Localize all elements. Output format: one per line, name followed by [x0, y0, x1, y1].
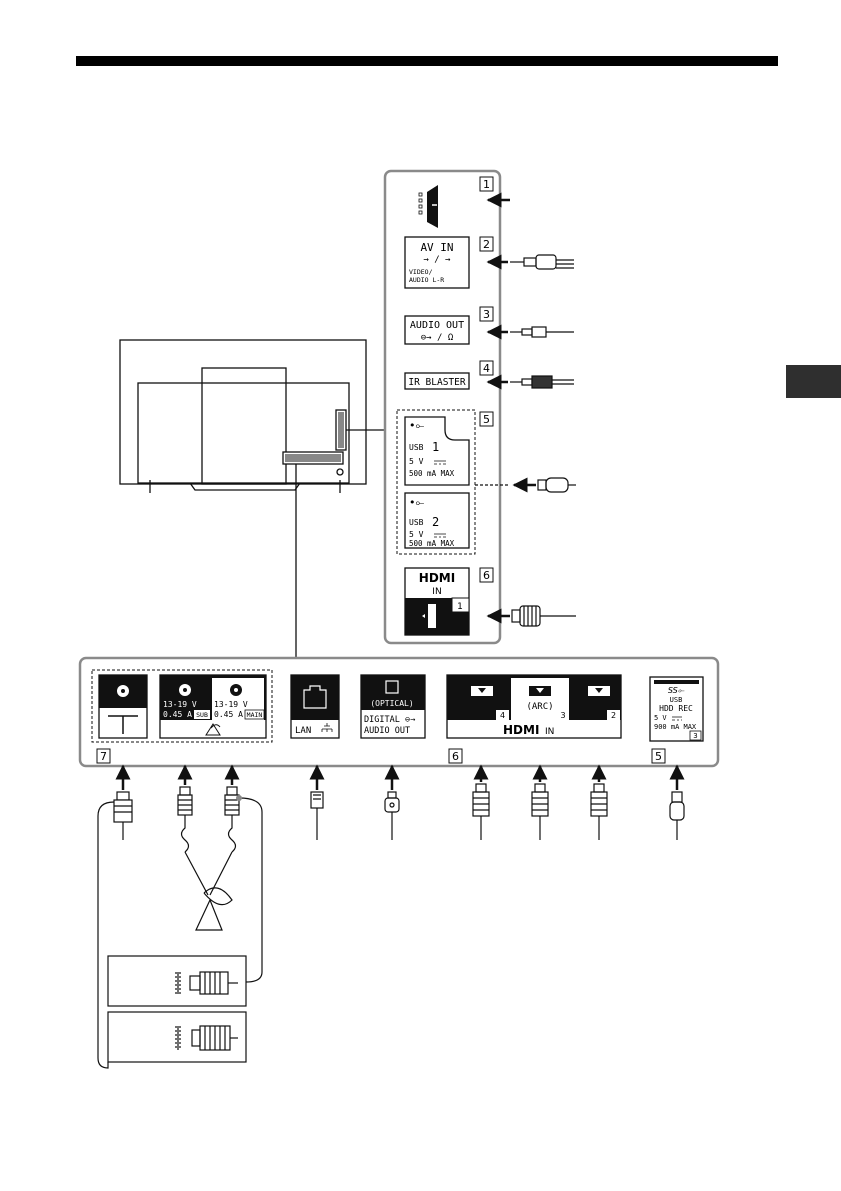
bottom-number-7: 7 — [97, 749, 110, 763]
usb-2-index: 2 — [432, 515, 439, 529]
usb-3-current: 900 mA MAX — [654, 723, 697, 731]
satellite-dish — [196, 888, 232, 930]
port-3: 3 AUDIO OUT ⊖→ / Ω — [405, 307, 574, 344]
antenna-to-inset-line — [98, 802, 114, 1068]
bottom-number-6: 6 — [449, 749, 462, 763]
svg-text:6: 6 — [452, 750, 459, 763]
usb-1-label: USB — [409, 443, 424, 452]
header-bar — [76, 56, 778, 66]
hdmi-bottom-sub: IN — [545, 727, 554, 737]
usb-3-voltage: 5 V — [654, 714, 667, 722]
usb-1-icon: •⟜ — [409, 419, 424, 432]
lan-plug — [311, 792, 323, 840]
usb-1-current: 500 mA MAX — [409, 469, 455, 478]
port-6: 6 HDMI IN 1 — [405, 568, 576, 635]
iec-connector-detail — [176, 1026, 238, 1050]
hdmi-2-index: 2 — [611, 711, 616, 720]
sat-sub-tag: SUB — [196, 711, 208, 719]
ir-blaster-label: IR BLASTER — [408, 377, 465, 388]
audio-out-symbols: ⊖→ / Ω — [421, 333, 454, 343]
svg-text:5: 5 — [655, 750, 662, 763]
optical-line1: DIGITAL — [364, 715, 400, 725]
port-4: 4 IR BLASTER — [405, 361, 574, 389]
lan-socket: LAN — [291, 675, 339, 738]
hdmi-logo: HDMI — [419, 571, 455, 585]
usb-3-socket: SS⟜ USB HDD REC 5 V 900 mA MAX 3 — [650, 677, 703, 741]
usb-side-plug — [538, 478, 576, 492]
sat-main-tag: MAIN — [247, 711, 263, 719]
usb-3-index: 3 — [693, 732, 697, 740]
hdmi-4-plug — [473, 784, 489, 840]
av-in-label: AV IN — [420, 241, 453, 254]
hdmi-3-plug — [532, 784, 548, 840]
optical-label: (OPTICAL) — [370, 699, 413, 708]
usb-1-index: 1 — [432, 440, 439, 454]
svg-text:6: 6 — [483, 569, 490, 582]
hdmi-1-index: 1 — [457, 602, 463, 612]
svg-text:3: 3 — [483, 308, 490, 321]
hdmi-3-arc-label: (ARC) — [526, 702, 553, 712]
ir-blaster-plug — [510, 376, 574, 388]
hdmi-3-index: 3 — [560, 711, 565, 720]
f-connector-inset — [108, 956, 246, 1006]
port-5: 5 •⟜ USB 1 5 V 500 mA MAX •⟜ USB 2 5 V 5… — [397, 410, 576, 554]
sat-main-voltage: 13-19 V — [214, 700, 248, 709]
usb-3-plug — [670, 792, 684, 840]
hdmi-4-index: 4 — [500, 711, 505, 720]
port-1: 1 — [419, 177, 510, 228]
bottom-number-5: 5 — [652, 749, 665, 763]
audio-cable-plug — [510, 327, 574, 337]
svg-text:5: 5 — [483, 413, 490, 426]
tv-rear-view — [120, 340, 366, 493]
usb-2-label: USB — [409, 518, 424, 527]
optical-socket: (OPTICAL) DIGITAL ⊖→ AUDIO OUT — [361, 675, 425, 738]
sat-cable-to-dish — [185, 852, 232, 895]
usb-1-voltage: 5 V — [409, 457, 424, 466]
svg-text:1: 1 — [483, 178, 490, 191]
sat-sub-voltage: 13-19 V — [163, 700, 197, 709]
svg-text:4: 4 — [483, 362, 490, 375]
av-in-sub1: VIDEO/ — [409, 268, 433, 276]
antenna-socket — [99, 675, 147, 738]
av-in-symbols: → / → — [423, 255, 451, 265]
sat-main-current: 0.45 A — [214, 710, 243, 719]
satellite-socket: 13-19 V 0.45 A SUB 13-19 V 0.45 A MAIN — [160, 675, 266, 738]
ss-usb-icon: SS⟜ — [668, 686, 685, 695]
sat-sub-current: 0.45 A — [163, 710, 192, 719]
port-2: 2 AV IN → / → VIDEO/ AUDIO L-R — [405, 237, 574, 288]
f-connector-detail — [176, 972, 238, 994]
hdmi-bottom-logo: HDMI — [503, 723, 539, 737]
hdmi-2-plug — [591, 784, 607, 840]
sat-sub-plug — [178, 787, 192, 852]
hdmi-side-plug — [512, 606, 576, 626]
optical-plug — [385, 792, 399, 840]
hdmi-bottom-socket: (ARC) 4 3 2 HDMI IN — [447, 675, 621, 738]
hdmi-1-sub: IN — [432, 587, 441, 597]
usb-2-icon: •⟜ — [409, 496, 424, 509]
svg-text:2: 2 — [483, 238, 490, 251]
optical-out-icon: ⊖→ — [405, 715, 415, 725]
usb-3-rec: HDD REC — [659, 704, 693, 713]
av-in-sub2: AUDIO L-R — [409, 276, 444, 284]
sat-to-inset-line — [239, 798, 262, 982]
optical-line2: AUDIO OUT — [364, 726, 410, 736]
usb-3-label: USB — [670, 696, 683, 704]
audio-out-label: AUDIO OUT — [410, 320, 464, 331]
usb-2-current: 500 mA MAX — [409, 539, 455, 548]
av-cable-plug — [510, 255, 574, 269]
usb-2-voltage: 5 V — [409, 530, 424, 539]
svg-text:7: 7 — [100, 750, 107, 763]
antenna-plug — [114, 792, 132, 840]
section-tab — [786, 365, 841, 398]
lan-label: LAN — [295, 726, 311, 736]
